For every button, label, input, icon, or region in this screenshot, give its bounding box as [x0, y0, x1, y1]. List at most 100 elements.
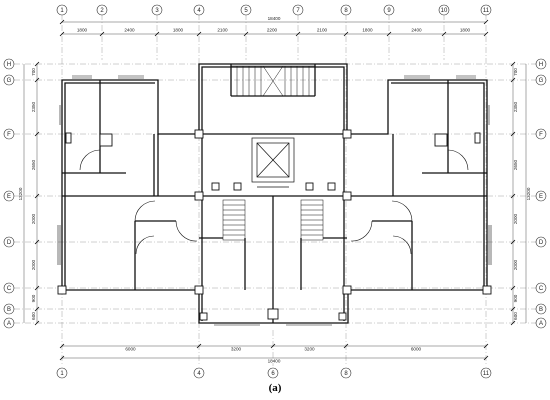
- axis-top-7-circle: [292, 4, 304, 16]
- axis-top-2: 2: [100, 8, 104, 14]
- axis-left-F: F: [7, 132, 11, 138]
- axis-left-A-circle: [3, 317, 15, 329]
- axis-top-3-circle: [151, 4, 163, 16]
- axis-right-G: G: [539, 78, 544, 84]
- axis-top-4-circle: [193, 4, 205, 16]
- dim-top-segment: 2400: [411, 28, 422, 33]
- windows: [57, 75, 492, 326]
- dim-top-overall: 18400: [268, 16, 281, 21]
- axis-bottom-11-circle: [480, 367, 492, 379]
- dim-right-segment: 600: [513, 312, 518, 320]
- axis-left-F-circle: [3, 128, 15, 140]
- dim-top-segment: 1800: [362, 28, 373, 33]
- building-walls: [61, 63, 488, 324]
- axis-top-10: 10: [441, 8, 448, 14]
- stair-left: [222, 199, 246, 241]
- axis-top-9-circle: [383, 4, 395, 16]
- axis-right-B-circle: [535, 303, 547, 315]
- axis-right-A: A: [539, 321, 543, 327]
- figure-caption: (a): [268, 382, 282, 394]
- axis-left-H: H: [7, 62, 11, 68]
- dim-left-segment: 2650: [31, 159, 36, 170]
- structural-columns: [57, 129, 492, 321]
- dim-left-segment: 2000: [31, 259, 36, 270]
- dim-left-segment: 2350: [31, 101, 36, 112]
- dim-left-segment: 700: [31, 68, 36, 76]
- axis-left-E: E: [7, 194, 11, 200]
- axis-top-10-circle: [438, 4, 450, 16]
- axis-bottom-4-circle: [193, 367, 205, 379]
- dim-top-segment: 2100: [217, 28, 228, 33]
- axis-top-9: 9: [387, 8, 391, 14]
- axis-top-8: 8: [344, 8, 348, 14]
- dim-right-segment: 2350: [513, 101, 518, 112]
- dim-top-segment: 2400: [124, 28, 135, 33]
- axis-left-G-circle: [3, 74, 15, 86]
- dim-right-overall: 13200: [526, 187, 531, 200]
- axis-bottom-4: 4: [197, 371, 201, 377]
- dim-bottom-overall: 18400: [268, 359, 281, 364]
- door-swings: [79, 149, 469, 255]
- axis-top-7: 7: [296, 8, 300, 14]
- stair-upper: [230, 65, 316, 97]
- dim-bottom-segment: 3200: [304, 347, 315, 352]
- axis-bottom-1: 1: [60, 371, 64, 377]
- dim-right-segment: 2000: [513, 213, 518, 224]
- dim-bottom-segment: 3200: [231, 347, 242, 352]
- dim-left-segment: 600: [31, 312, 36, 320]
- elevator-shaft: [251, 137, 295, 188]
- axis-top-11: 11: [483, 8, 490, 14]
- axis-right-C: C: [539, 286, 544, 292]
- dim-right-segment: 900: [513, 294, 518, 302]
- dim-left-segment: 2000: [31, 213, 36, 224]
- axis-top-3: 3: [155, 8, 159, 14]
- axis-bottom-1-circle: [56, 367, 68, 379]
- axis-left-E-circle: [3, 190, 15, 202]
- axis-top-4: 4: [197, 8, 201, 14]
- dim-left-overall: 13200: [18, 187, 23, 200]
- axis-left-H-circle: [3, 58, 15, 70]
- axis-top-5: 5: [244, 8, 248, 14]
- axis-right-A-circle: [535, 317, 547, 329]
- axis-left-A: A: [7, 321, 11, 327]
- dim-right-segment: 2650: [513, 159, 518, 170]
- axis-left-B: B: [7, 307, 11, 313]
- axis-left-C: C: [7, 286, 12, 292]
- axis-right-C-circle: [535, 282, 547, 294]
- axis-left-D-circle: [3, 236, 15, 248]
- axis-right-D: D: [539, 240, 544, 246]
- axis-left-G: G: [7, 78, 12, 84]
- dim-bottom-segment: 6000: [125, 347, 136, 352]
- dim-top-segment: 1800: [173, 28, 184, 33]
- dim-right-segment: 700: [513, 68, 518, 76]
- dim-top-segment: 2100: [317, 28, 328, 33]
- axis-right-D-circle: [535, 236, 547, 248]
- axis-bottom-8: 8: [344, 371, 348, 377]
- axis-right-F-circle: [535, 128, 547, 140]
- dimension-ticks: [34, 19, 516, 361]
- dim-top-segment: 2200: [267, 28, 278, 33]
- axis-top-1-circle: [56, 4, 68, 16]
- axis-top-1: 1: [60, 8, 64, 14]
- axis-top-2-circle: [96, 4, 108, 16]
- dim-bottom-segment: 6000: [411, 347, 422, 352]
- dimension-lines: [23, 21, 527, 359]
- dim-top-segment: 1800: [460, 28, 471, 33]
- axis-bottom-6-circle: [267, 367, 279, 379]
- axis-bottom-11: 11: [483, 371, 490, 377]
- axis-right-E: E: [539, 194, 543, 200]
- axis-right-B: B: [539, 307, 543, 313]
- axis-right-H-circle: [535, 58, 547, 70]
- axis-bottom-8-circle: [340, 367, 352, 379]
- dim-left-segment: 900: [31, 294, 36, 302]
- axis-right-H: H: [539, 62, 543, 68]
- axis-top-5-circle: [240, 4, 252, 16]
- axis-right-G-circle: [535, 74, 547, 86]
- axis-left-B-circle: [3, 303, 15, 315]
- axis-right-F: F: [539, 132, 543, 138]
- stair-right: [300, 199, 324, 241]
- axis-bottom-6: 6: [271, 371, 275, 377]
